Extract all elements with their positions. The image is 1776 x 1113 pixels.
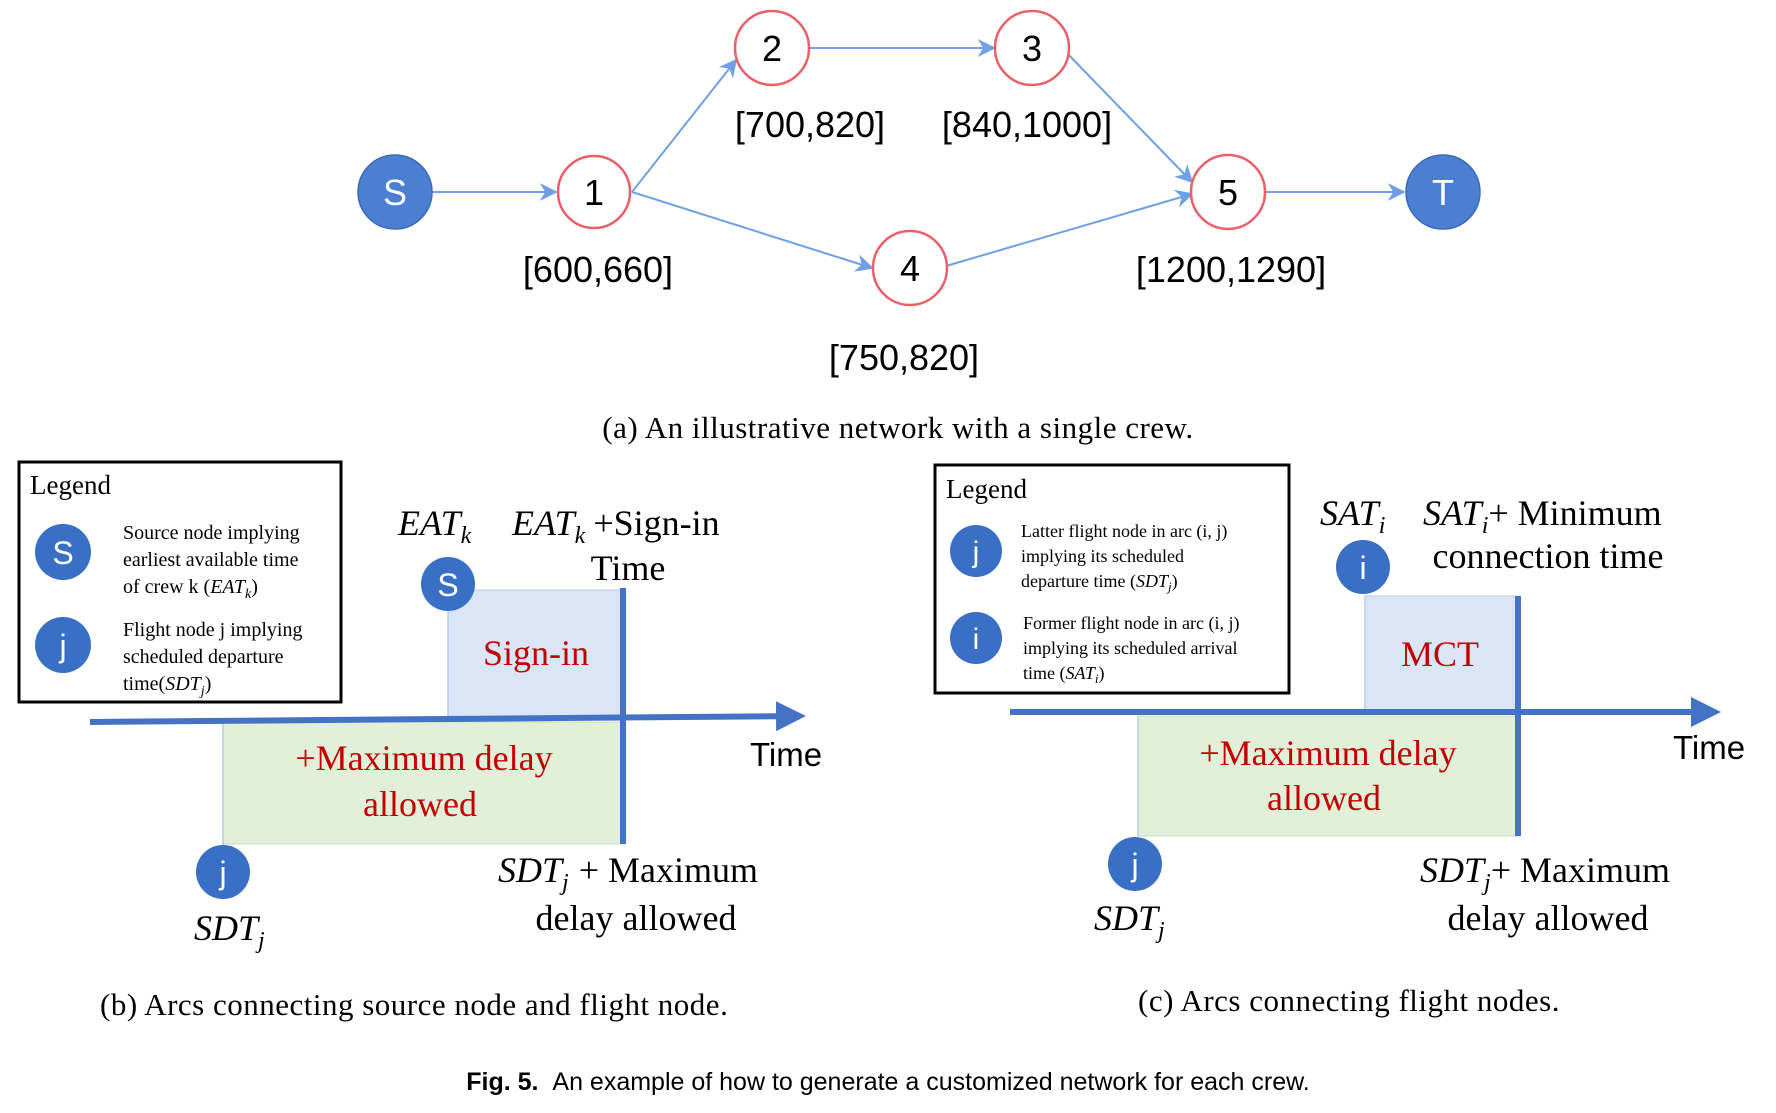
node-S: S — [357, 154, 433, 230]
time-axis-b — [89, 701, 806, 732]
sat-plus-line-2: connection time — [1433, 536, 1664, 576]
window-node-3: [840,1000] — [942, 104, 1112, 145]
legend-title-c: Legend — [946, 474, 1027, 504]
legend-title-b: Legend — [30, 470, 111, 500]
sat-label: SATi — [1320, 493, 1385, 539]
node-4: 4 — [871, 229, 949, 307]
time-label-b: Time — [750, 736, 822, 773]
legend-former-line-3: time (SATi) — [1023, 663, 1104, 686]
legend-source-line-1: Source node implying — [123, 522, 300, 544]
legend-latter-symbol: j — [972, 536, 980, 569]
figure-title: An example of how to generate a customiz… — [552, 1068, 1310, 1096]
node-3: 3 — [993, 9, 1071, 87]
node-5: 5 — [1189, 153, 1267, 231]
figure-caption: Fig. 5. An example of how to generate a … — [0, 1068, 1776, 1097]
max-delay-text-b-1: +Maximum delay — [295, 738, 552, 778]
sdt-label-c: SDTj — [1094, 898, 1165, 944]
flight-node-i — [1336, 540, 1390, 594]
legend-source-icon — [35, 524, 91, 580]
legend-source-line-2: earliest available time — [123, 549, 299, 571]
legend-flight-symbol: j — [58, 628, 66, 664]
legend-latter-line-2: implying its scheduled — [1021, 546, 1184, 566]
window-node-4: [750,820] — [829, 337, 979, 378]
legend-flight-line-1: Flight node j implying — [123, 619, 302, 641]
legend-source-symbol: S — [52, 535, 73, 571]
flight-node-j-c-label: j — [1130, 847, 1138, 883]
max-delay-box-b — [222, 721, 624, 845]
window-node-1: [600,660] — [523, 249, 673, 290]
sat-plus-label: SATi+ Minimum — [1423, 493, 1662, 539]
flight-node-b-label: j — [218, 855, 226, 891]
node-1-label: 1 — [584, 172, 604, 213]
legend-latter-icon — [950, 525, 1002, 577]
window-node-2: [700,820] — [735, 104, 885, 145]
figure-label: Fig. 5. — [466, 1068, 539, 1096]
node-4-label: 4 — [900, 248, 920, 289]
time-label-c: Time — [1673, 729, 1745, 766]
sdt-plus-label-c: SDTj+ Maximum — [1420, 850, 1670, 896]
edge-4-5 — [945, 189, 1194, 267]
caption-b: (b) Arcs connecting source node and flig… — [100, 987, 729, 1022]
node-2-label: 2 — [762, 28, 782, 69]
edge-3-5 — [1061, 47, 1194, 184]
node-1: 1 — [556, 154, 632, 230]
legend-former-line-2: implying its scheduled arrival — [1023, 638, 1237, 658]
legend-flight-line-3: time(SDTj) — [123, 673, 211, 699]
node-T-label: T — [1432, 172, 1454, 213]
sdt-plus-label-b: SDTj+ Maximum — [498, 850, 758, 896]
mct-text: MCT — [1401, 634, 1479, 674]
flight-node-j-c — [1108, 837, 1162, 891]
window-node-5: [1200,1290] — [1136, 249, 1326, 290]
panel-c: Legend j Latter flight node in arc (i, j… — [933, 463, 1745, 944]
mct-box — [1364, 595, 1519, 713]
caption-a: (a) An illustrative network with a singl… — [602, 410, 1194, 445]
legend-latter-line-3: departure time (SDTj) — [1021, 571, 1178, 594]
flight-node-b — [196, 845, 250, 899]
sdt-plus-line-2-c: delay allowed — [1448, 898, 1649, 938]
max-delay-text-c-2: allowed — [1267, 778, 1381, 818]
eat-plus-label: EATk+Sign-in — [511, 503, 720, 549]
legend-latter-line-1: Latter flight node in arc (i, j) — [1021, 521, 1227, 542]
sdt-plus-line-2-b: delay allowed — [536, 898, 737, 938]
panel-a-network: S 1 2 3 4 5 T [600,660] [700,820] [840, — [357, 9, 1481, 378]
node-T: T — [1405, 154, 1481, 230]
max-delay-box-c — [1137, 715, 1519, 837]
source-node-b-label: S — [437, 567, 458, 603]
eat-label: EATk — [397, 503, 472, 549]
legend-flight-line-2: scheduled departure — [123, 646, 284, 668]
caption-c: (c) Arcs connecting flight nodes. — [1138, 983, 1560, 1018]
max-delay-text-c-1: +Maximum delay — [1199, 733, 1456, 773]
node-2: 2 — [733, 9, 811, 87]
node-S-label: S — [383, 172, 407, 213]
sdt-label-b: SDTj — [194, 908, 265, 954]
node-3-label: 3 — [1022, 28, 1042, 69]
panel-b: Legend S Source node implying earliest a… — [17, 460, 822, 954]
edge-1-2 — [631, 58, 738, 193]
source-node-b — [421, 557, 475, 611]
eat-plus-line-2: Time — [591, 548, 666, 588]
legend-former-symbol: i — [973, 623, 980, 656]
legend-former-icon — [950, 612, 1002, 664]
sign-in-text: Sign-in — [483, 633, 589, 673]
node-5-label: 5 — [1218, 172, 1238, 213]
legend-former-line-1: Former flight node in arc (i, j) — [1023, 613, 1239, 634]
flight-node-i-label: i — [1359, 550, 1366, 586]
edge-1-4 — [631, 191, 874, 272]
legend-source-line-3: of crew k (EATk) — [123, 576, 258, 602]
legend-flight-icon — [35, 617, 91, 673]
max-delay-text-b-2: allowed — [363, 784, 477, 824]
